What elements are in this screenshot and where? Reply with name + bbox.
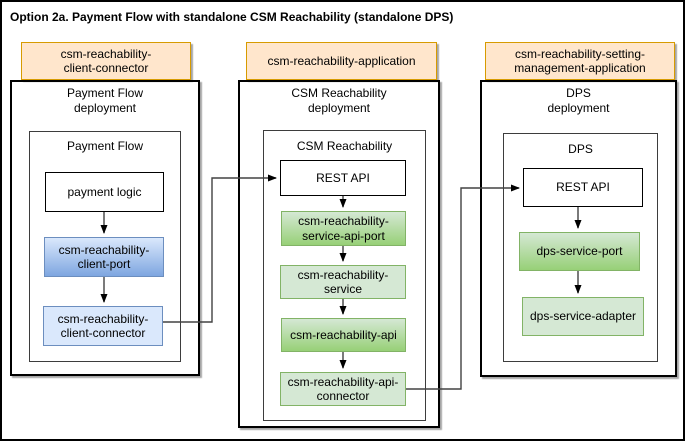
deployment-tag-csm-reachability-application[interactable]: csm-reachability-application [246, 42, 437, 80]
node-dps-service-port[interactable]: dps-service-port [519, 232, 640, 271]
node-csm-reachability-api[interactable]: csm-reachability-api [281, 318, 406, 352]
node-payment-logic[interactable]: payment logic [45, 172, 164, 212]
deployment-title-dps: DPS deployment [547, 86, 610, 115]
component-title-payment-flow: Payment Flow [66, 139, 144, 153]
deployment-tag-csm-reachability-client-connector[interactable]: csm-reachability- client-connector [21, 42, 191, 80]
node-dps-service-adapter[interactable]: dps-service-adapter [522, 297, 644, 336]
deployment-tag-csm-reachability-setting-management-application[interactable]: csm-reachability-setting- management-app… [485, 42, 675, 80]
deployment-title-payment-flow: Payment Flow deployment [66, 86, 144, 115]
node-csm-reachability-service-api-port[interactable]: csm-reachability- service-api-port [281, 211, 406, 246]
deployment-title-csm-reachability: CSM Reachability deployment [291, 86, 387, 115]
node-rest-api-csm-reachability[interactable]: REST API [280, 160, 406, 196]
component-title-dps: DPS [568, 142, 593, 156]
node-csm-reachability-api-connector[interactable]: csm-reachability-api- connector [280, 372, 406, 406]
node-rest-api-dps[interactable]: REST API [523, 168, 643, 207]
node-csm-reachability-client-port[interactable]: csm-reachability- client-port [44, 237, 164, 277]
node-csm-reachability-service[interactable]: csm-reachability- service [280, 265, 406, 299]
diagram-title: Option 2a. Payment Flow with standalone … [10, 10, 454, 24]
node-csm-reachability-client-connector[interactable]: csm-reachability- client-connector [43, 306, 163, 346]
component-title-csm-reachability: CSM Reachability [296, 139, 393, 153]
